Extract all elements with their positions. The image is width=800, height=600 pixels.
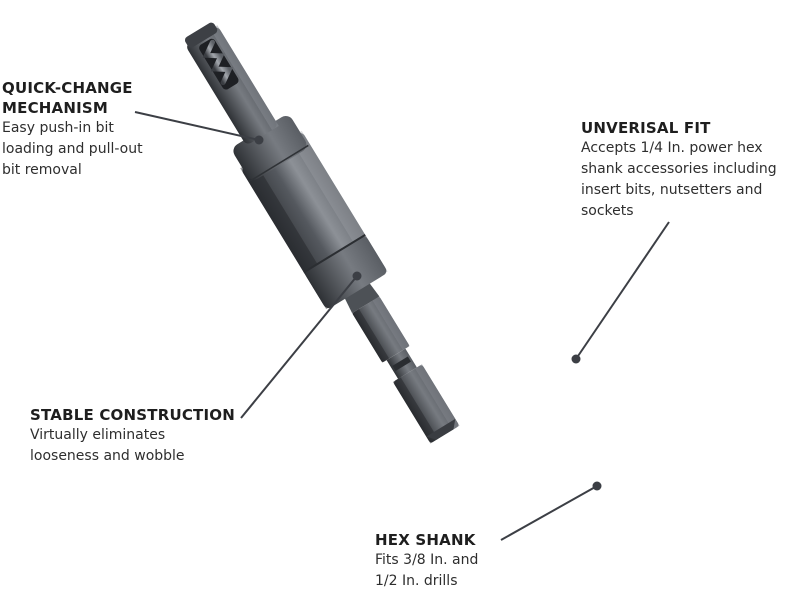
callout-universal-fit: UNVERISAL FIT Accepts 1/4 In. power hex …	[581, 118, 799, 222]
callout-title: HEX SHANK	[375, 531, 476, 549]
leader-dot-universal-fit	[571, 354, 581, 364]
leader-lines	[134, 111, 670, 541]
callout-title: UNVERISAL FIT	[581, 119, 711, 137]
leader-dot-quick-change	[254, 135, 264, 145]
callout-description: Accepts 1/4 In. power hex shank accessor…	[581, 140, 777, 219]
callout-title: STABLE CONSTRUCTION	[30, 406, 235, 424]
callout-stable-construction: STABLE CONSTRUCTION Virtually eliminates…	[30, 405, 260, 467]
callout-title: QUICK-CHANGE MECHANISM	[2, 79, 133, 117]
leader-line-stable	[240, 275, 358, 419]
callout-description: Fits 3/8 In. and 1/2 In. drills	[375, 552, 479, 589]
leader-dot-hex	[592, 481, 602, 491]
callout-description: Easy push-in bit loading and pull-out bi…	[2, 120, 143, 178]
callout-hex-shank: HEX SHANK Fits 3/8 In. and 1/2 In. drill…	[375, 530, 545, 592]
hex-shank	[342, 278, 460, 444]
leader-dot-stable	[352, 271, 362, 281]
leader-line-hex	[500, 485, 598, 541]
drill-bit-guide	[184, 22, 460, 444]
guide-sleeve	[233, 116, 388, 310]
callout-quick-change: QUICK-CHANGE MECHANISM Easy push-in bit …	[2, 78, 202, 181]
leader-line-quick-change	[134, 111, 260, 141]
guide-tube	[184, 22, 279, 144]
leader-line-universal-fit	[575, 221, 670, 360]
callout-description: Virtually eliminates looseness and wobbl…	[30, 427, 185, 464]
